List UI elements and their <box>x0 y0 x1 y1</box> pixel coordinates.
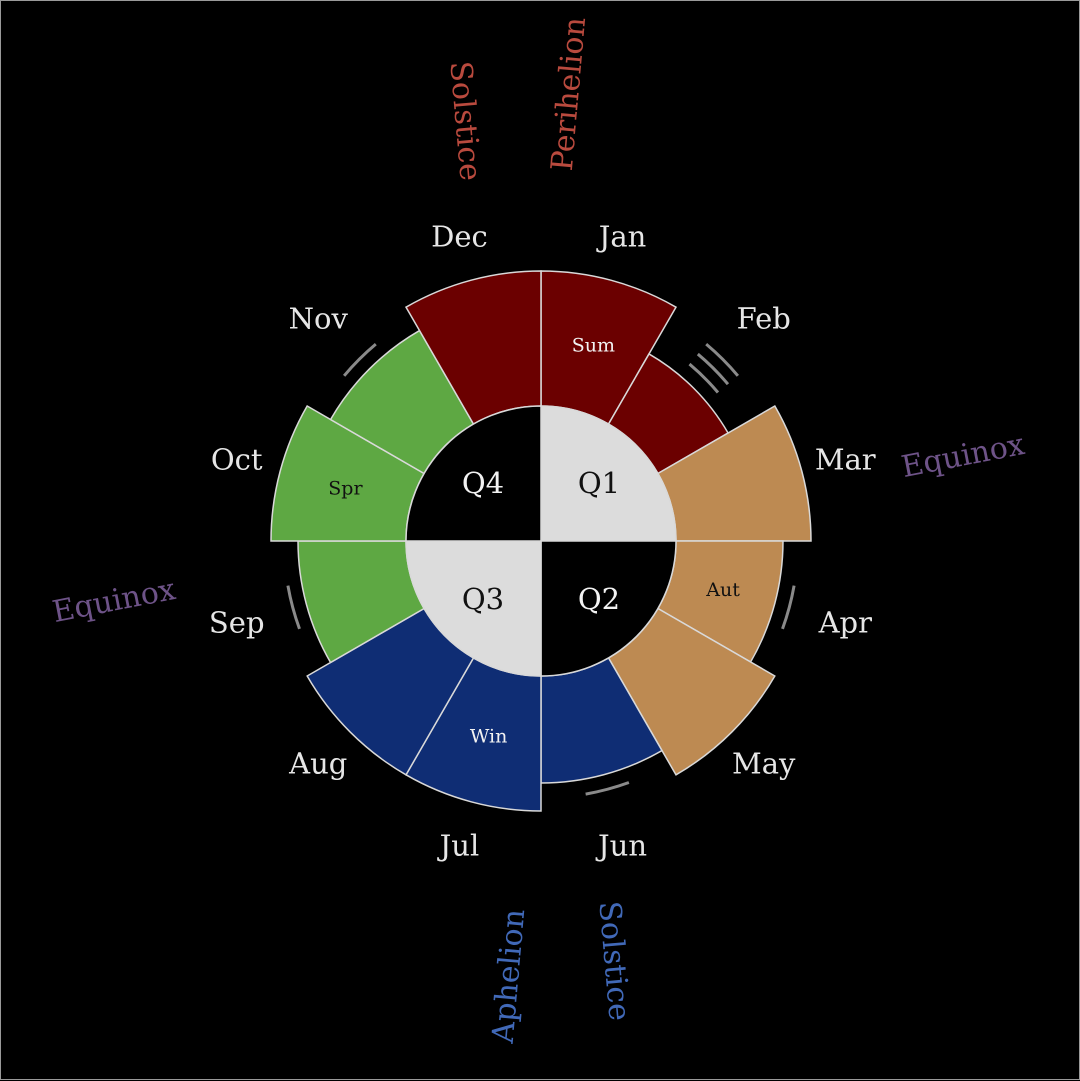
month-label-sep: Sep <box>209 606 265 640</box>
season-label-sum: Sum <box>572 334 615 356</box>
month-label-jul: Jul <box>437 828 480 862</box>
tick-mark-feb <box>705 342 740 377</box>
tick-mark-nov <box>342 342 377 377</box>
quarter-q4 <box>405 405 542 542</box>
tick-mark-sep <box>286 585 301 630</box>
annotation-aphelion: Aphelion <box>486 907 533 1045</box>
tick-mark-jun <box>585 781 630 796</box>
month-label-oct: Oct <box>211 442 263 476</box>
month-label-aug: Aug <box>288 747 347 781</box>
quarter-q2 <box>540 540 677 677</box>
month-label-apr: Apr <box>818 606 873 640</box>
month-label-dec: Dec <box>431 220 488 254</box>
quarter-label-q3: Q3 <box>462 582 504 616</box>
annotation-equinox: Equinox <box>899 427 1028 485</box>
month-label-jun: Jun <box>595 828 647 862</box>
season-label-win: Win <box>470 726 508 748</box>
month-label-may: May <box>732 747 796 781</box>
month-label-jan: Jan <box>596 220 647 254</box>
quarter-q3 <box>405 540 542 677</box>
month-label-mar: Mar <box>815 442 876 476</box>
tick-mark-apr <box>781 585 796 630</box>
annotation-solstice: Solstice <box>591 900 636 1022</box>
month-wedges <box>270 270 812 812</box>
quarter-label-q4: Q4 <box>462 466 504 500</box>
annotation-solstice: Solstice <box>442 60 487 182</box>
quarter-label-q1: Q1 <box>578 466 620 500</box>
quarter-q1 <box>540 405 677 542</box>
tick-marks <box>286 342 796 796</box>
annotation-equinox: Equinox <box>50 572 179 630</box>
month-label-nov: Nov <box>289 301 349 335</box>
tick-mark-feb <box>688 362 720 394</box>
quarter-label-q2: Q2 <box>578 582 620 616</box>
annotation-perihelion: Perihelion <box>545 16 593 173</box>
tick-mark-feb <box>696 352 730 386</box>
month-label-feb: Feb <box>737 301 791 335</box>
season-label-aut: Aut <box>705 579 740 601</box>
season-label-spr: Spr <box>328 478 363 500</box>
